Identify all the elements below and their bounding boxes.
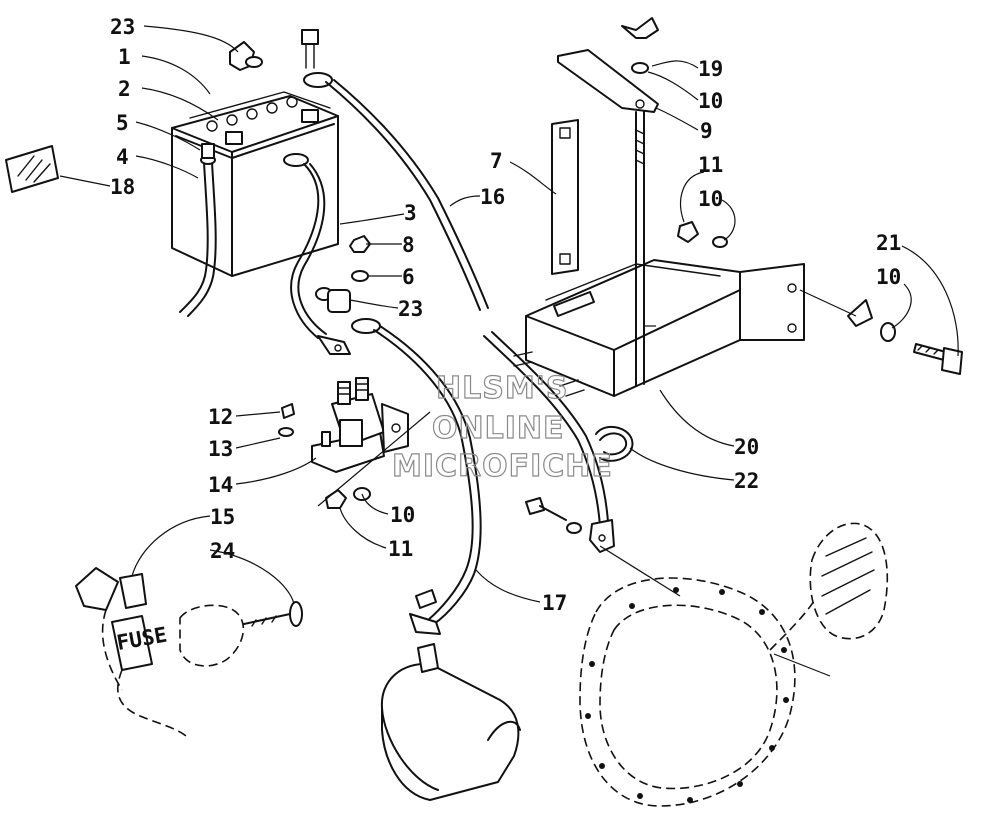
watermark-line-2: ONLINE <box>432 411 565 446</box>
callout-2: 2 <box>118 77 131 101</box>
callout-24: 24 <box>210 539 235 563</box>
callout-23-top: 23 <box>110 15 135 39</box>
callout-23-mid: 23 <box>398 297 423 321</box>
callout-6: 6 <box>402 265 415 289</box>
callout-1: 1 <box>118 45 131 69</box>
strap <box>551 119 579 275</box>
starter-motor <box>380 589 521 801</box>
callout-7: 7 <box>490 149 503 173</box>
hardware-11-10-tray <box>677 221 728 248</box>
callout-16: 16 <box>480 185 505 209</box>
recoil-housing <box>579 522 889 807</box>
watermark: HLSM'S ONLINE MICROFICHE <box>391 370 613 484</box>
callout-5: 5 <box>116 111 129 135</box>
callout-9: 9 <box>700 119 713 143</box>
decal <box>5 145 59 193</box>
leader-lines <box>59 25 959 677</box>
terminal-boot-mid <box>315 287 351 313</box>
callout-20: 20 <box>734 435 759 459</box>
fuse-holder: FUSE <box>75 567 187 737</box>
hardware-12-13 <box>278 403 295 437</box>
hardware-8-6 <box>349 235 371 282</box>
hose-clamp <box>595 425 634 462</box>
battery-tray <box>513 259 805 397</box>
callout-15: 15 <box>210 505 235 529</box>
cable-lower <box>483 331 615 553</box>
bolt-lower <box>525 497 582 534</box>
watermark-line-1: HLSM'S <box>436 371 568 406</box>
watermark-line-3: MICROFICHE <box>392 449 613 484</box>
callout-19: 19 <box>698 57 723 81</box>
callout-4: 4 <box>116 145 129 169</box>
callout-13: 13 <box>208 437 233 461</box>
callout-12: 12 <box>208 405 233 429</box>
callout-10-tray: 10 <box>698 187 723 211</box>
starter-solenoid <box>311 377 409 473</box>
callout-21: 21 <box>876 231 901 255</box>
callout-17: 17 <box>542 591 567 615</box>
callout-8: 8 <box>402 233 415 257</box>
callout-10-bolt: 10 <box>876 265 901 289</box>
callout-11-upper: 11 <box>698 153 723 177</box>
callout-18: 18 <box>110 175 135 199</box>
wing-nut <box>621 17 659 74</box>
callout-11-lower: 11 <box>388 537 413 561</box>
callout-3: 3 <box>404 201 417 225</box>
cable-17 <box>351 318 482 635</box>
hardware-10-11 <box>325 487 371 509</box>
callout-10-lower: 10 <box>390 503 415 527</box>
bolt-21 <box>847 299 963 375</box>
battery <box>171 91 339 277</box>
hold-down-bracket <box>557 49 659 387</box>
callout-22: 22 <box>734 469 759 493</box>
callout-14: 14 <box>208 473 233 497</box>
terminal-boot-top <box>229 41 263 71</box>
screw-24 <box>179 601 303 667</box>
vent-tube <box>179 143 217 317</box>
cable-16 <box>301 29 489 311</box>
callout-numbers: 23 1 2 5 4 18 3 16 7 19 10 9 11 10 8 6 2… <box>110 15 901 615</box>
callout-10-upper: 10 <box>698 89 723 113</box>
cable-3 <box>283 153 351 355</box>
